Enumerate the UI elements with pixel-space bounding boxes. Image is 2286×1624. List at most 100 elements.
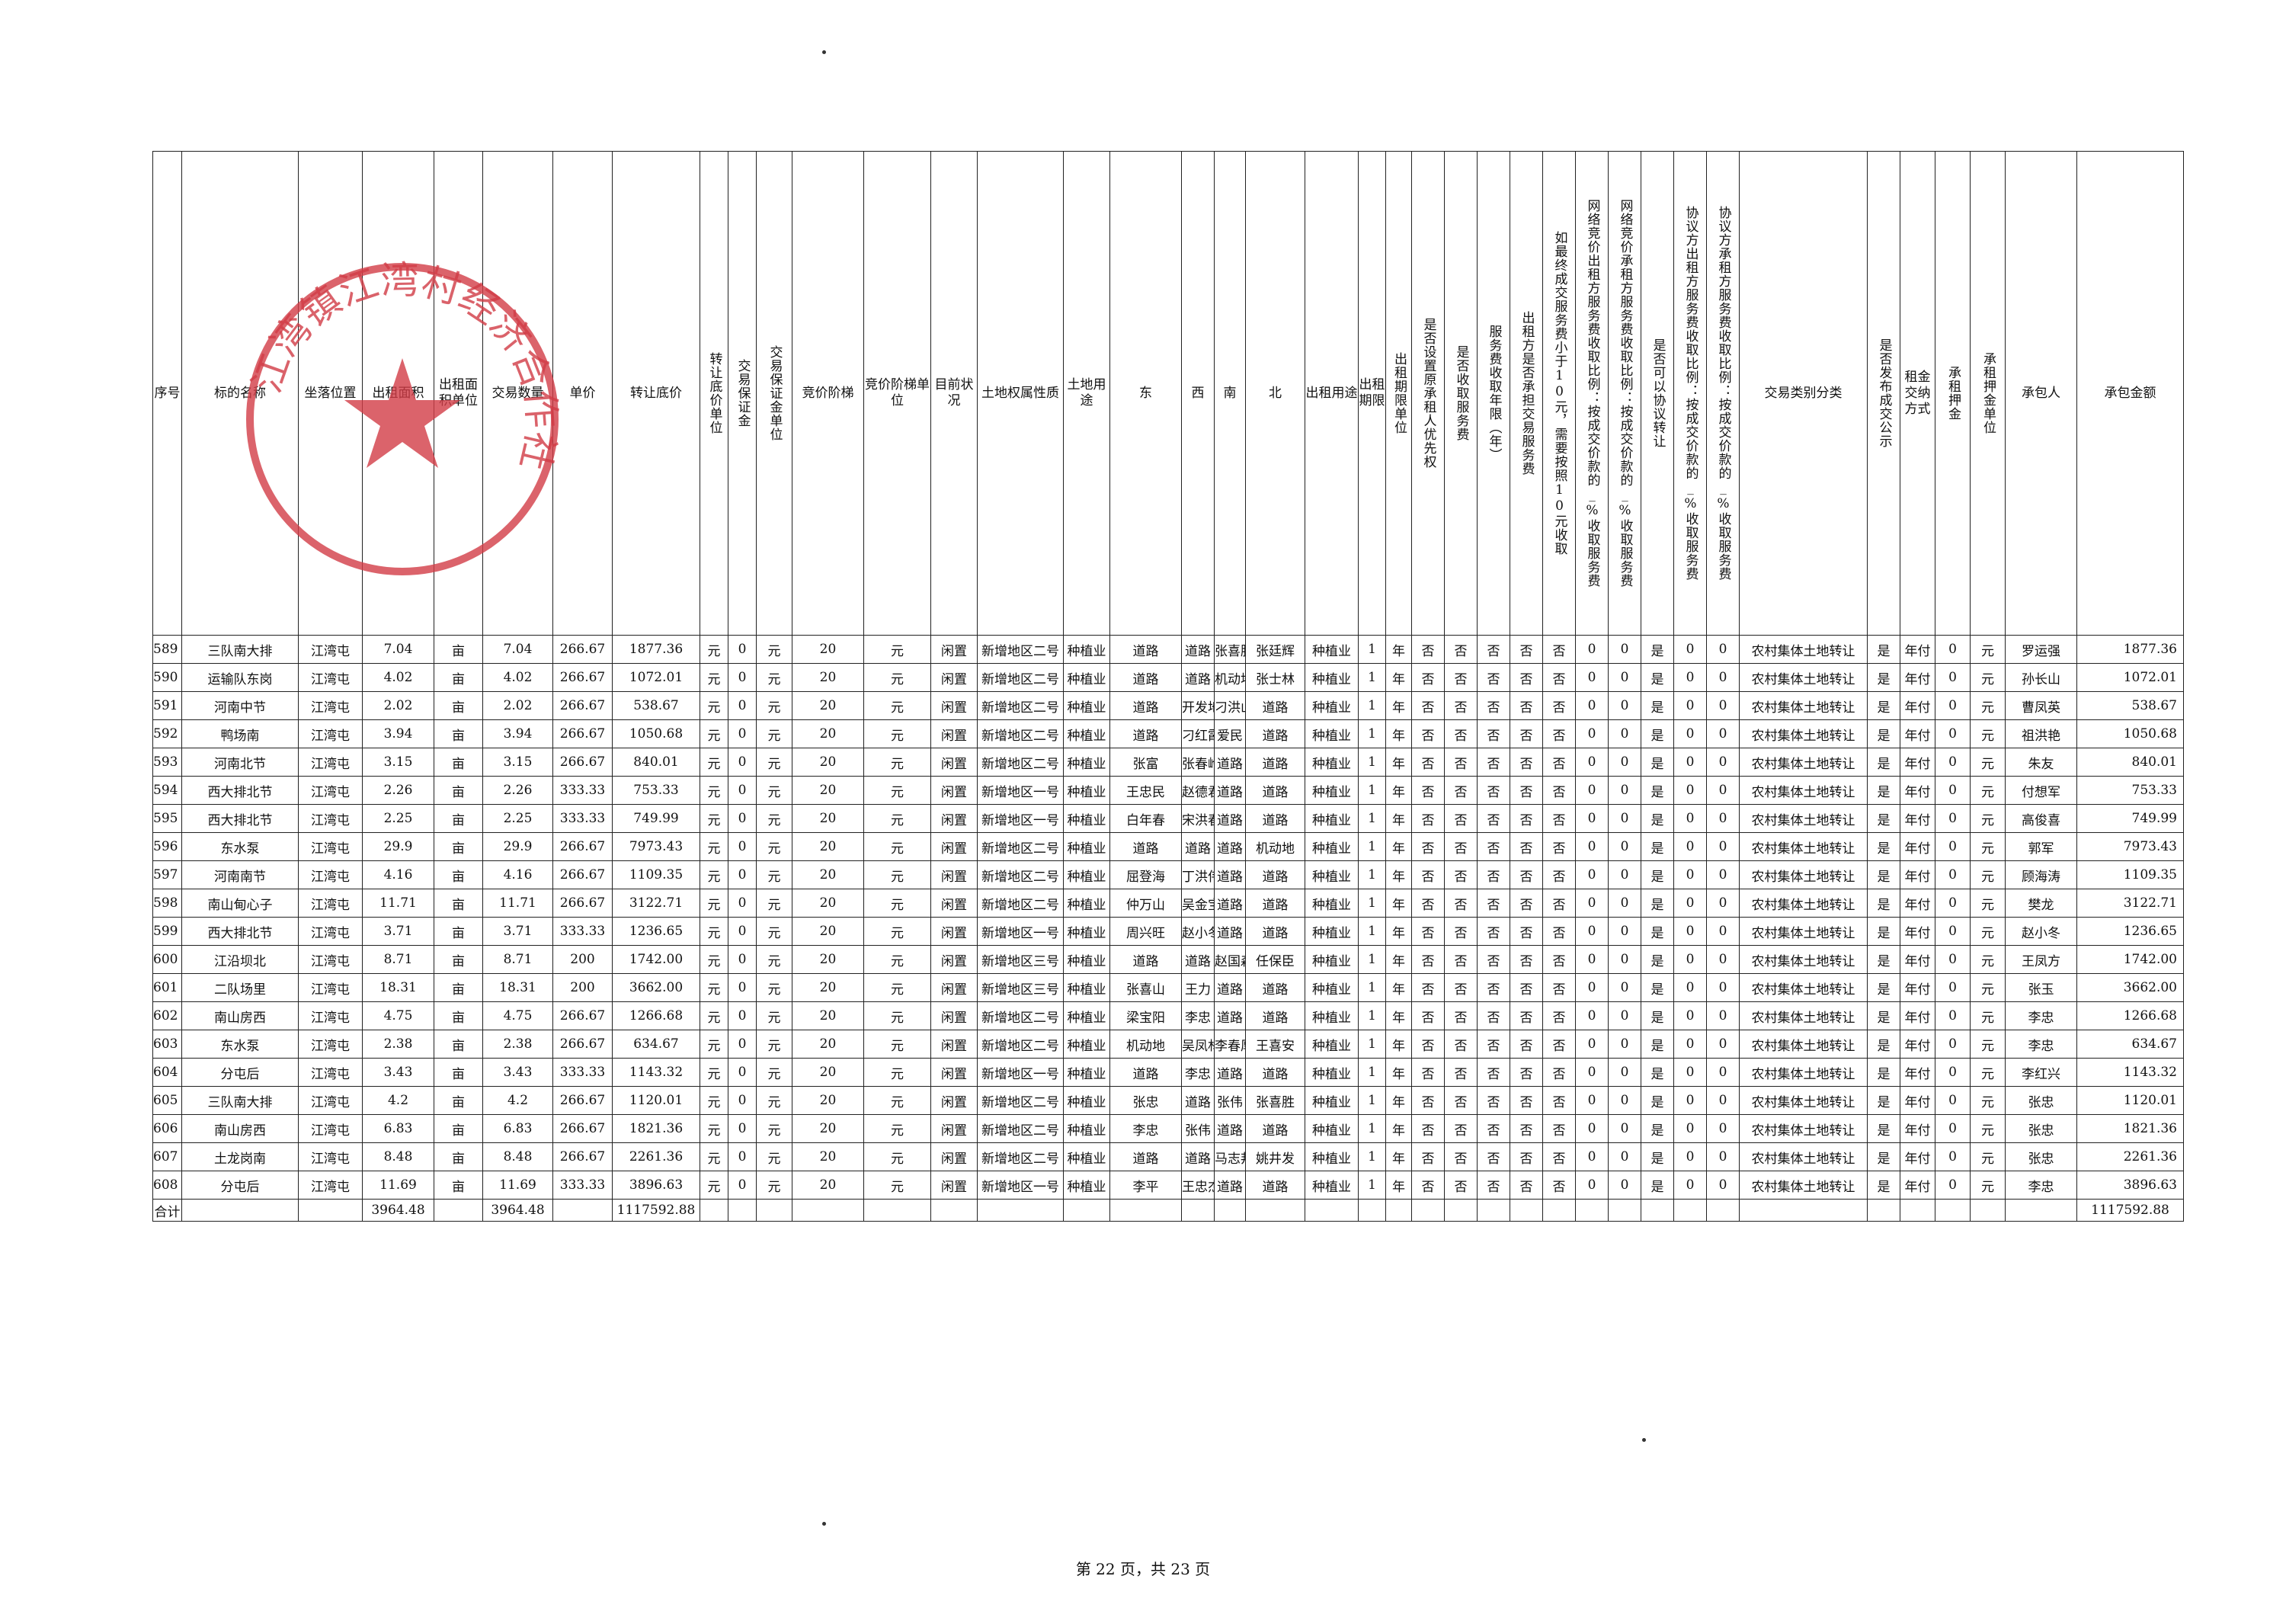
cell-east: 张忠 [1109, 1086, 1182, 1115]
cell-fee: 否 [1444, 860, 1478, 889]
cell-status: 闲置 [930, 748, 978, 777]
cell-area: 4.16 [362, 860, 434, 889]
cell-base-unit: 元 [700, 1001, 728, 1030]
cell-pay: 年付 [1900, 945, 1935, 974]
cell-base: 1877.36 [612, 635, 700, 664]
cell-south: 刁洪山 [1214, 691, 1246, 720]
cell-north: 道路 [1245, 1001, 1305, 1030]
cell-min-fee: 否 [1542, 1001, 1576, 1030]
cell-net-lessor: 0 [1575, 1058, 1609, 1087]
cell-price: 266.67 [552, 832, 613, 861]
total-row: 合计 3964.48 3964.48 1117592.88 1117592.88 [152, 1199, 2184, 1222]
cell-price: 333.33 [552, 1058, 613, 1087]
cell-amount: 634.67 [2076, 1030, 2184, 1059]
cell-deposit-unit: 元 [756, 1142, 792, 1171]
cell-dep: 0 [1935, 889, 1971, 918]
cell-north: 张廷辉 [1245, 635, 1305, 664]
cell-west: 刁红霞 [1181, 719, 1215, 748]
cell-base-unit: 元 [700, 1142, 728, 1171]
cell-loc: 江湾屯 [298, 1058, 363, 1087]
cell-land-nature: 新增地区一号 [977, 917, 1064, 946]
cell-land-nature: 新增地区二号 [977, 832, 1064, 861]
cell-price: 266.67 [552, 889, 613, 918]
cell-net-lessee: 0 [1608, 1058, 1641, 1087]
cell-area: 3.71 [362, 917, 434, 946]
cell-area-unit: 亩 [434, 1142, 483, 1171]
col-header-tenant: 承包人 [2005, 151, 2077, 636]
col-header-agr-lessor: 协议方出租方服务费收取比例：按成交价款的_%收取服务费 [1673, 151, 1707, 636]
cell-west: 吴金宝 [1181, 889, 1215, 918]
cell-area: 11.71 [362, 889, 434, 918]
cell-land-use: 种植业 [1063, 1030, 1110, 1059]
cell-price: 266.67 [552, 635, 613, 664]
total-area: 3964.48 [362, 1199, 434, 1222]
cell-agree: 是 [1641, 1030, 1674, 1059]
cell-land-nature: 新增地区二号 [977, 860, 1064, 889]
cell-net-lessor: 0 [1575, 691, 1609, 720]
cell-area-unit: 亩 [434, 663, 483, 692]
cell-deposit: 0 [728, 804, 757, 833]
cell-land-use: 种植业 [1063, 776, 1110, 805]
cell-category: 农村集体土地转让 [1739, 1171, 1868, 1200]
cell-base-unit: 元 [700, 1058, 728, 1087]
cell-deposit-unit: 元 [756, 1171, 792, 1200]
col-header-north: 北 [1245, 151, 1305, 636]
cell-net-lessee: 0 [1608, 860, 1641, 889]
cell-land-nature: 新增地区二号 [977, 889, 1064, 918]
cell-min-fee: 否 [1542, 1114, 1576, 1143]
cell-price: 266.67 [552, 691, 613, 720]
cell-amount: 753.33 [2076, 776, 2184, 805]
cell-base-unit: 元 [700, 1030, 728, 1059]
cell-pay: 年付 [1900, 804, 1935, 833]
cell-name: 河南南节 [181, 860, 299, 889]
cell-pay: 年付 [1900, 719, 1935, 748]
cell-min-fee: 否 [1542, 1030, 1576, 1059]
cell-lessor-fee: 否 [1510, 719, 1543, 748]
cell-north: 张士林 [1245, 663, 1305, 692]
cell-land-use: 种植业 [1063, 691, 1110, 720]
cell-land-use: 种植业 [1063, 832, 1110, 861]
cell-area-unit: 亩 [434, 889, 483, 918]
cell-north: 道路 [1245, 889, 1305, 918]
cell-net-lessor: 0 [1575, 663, 1609, 692]
cell-west: 道路 [1181, 1086, 1215, 1115]
cell-tenant: 樊龙 [2005, 889, 2077, 918]
cell-east: 白年春 [1109, 804, 1182, 833]
cell-dep-unit: 元 [1970, 1171, 2006, 1200]
cell-priority: 否 [1411, 832, 1445, 861]
cell-west: 道路 [1181, 832, 1215, 861]
cell-base: 840.01 [612, 748, 700, 777]
cell-west: 开发地 [1181, 691, 1215, 720]
cell-name: 江沿坝北 [181, 945, 299, 974]
cell-name: 分屯后 [181, 1058, 299, 1087]
cell-priority: 否 [1411, 663, 1445, 692]
cell-term: 1 [1358, 635, 1386, 664]
cell-net-lessee: 0 [1608, 804, 1641, 833]
cell-step: 20 [792, 1058, 864, 1087]
cell-pay: 年付 [1900, 1171, 1935, 1200]
col-header-net-lessee: 网络竞价承租方服务费收取比例：按成交价款的_%收取服务费 [1608, 151, 1641, 636]
cell-north: 张喜胜 [1245, 1086, 1305, 1115]
cell-dep-unit: 元 [1970, 1030, 2006, 1059]
cell-agree: 是 [1641, 832, 1674, 861]
cell-south: 道路 [1214, 748, 1246, 777]
cell-category: 农村集体土地转让 [1739, 889, 1868, 918]
cell-dep: 0 [1935, 1171, 1971, 1200]
cell-min-fee: 否 [1542, 776, 1576, 805]
cell-area-unit: 亩 [434, 804, 483, 833]
cell-deposit: 0 [728, 1058, 757, 1087]
cell-base: 1266.68 [612, 1001, 700, 1030]
cell-loc: 江湾屯 [298, 804, 363, 833]
cell-status: 闲置 [930, 1086, 978, 1115]
cell-publish: 是 [1867, 889, 1900, 918]
cell-agree: 是 [1641, 860, 1674, 889]
cell-net-lessor: 0 [1575, 748, 1609, 777]
cell-net-lessor: 0 [1575, 1114, 1609, 1143]
cell-net-lessee: 0 [1608, 1030, 1641, 1059]
cell-qty: 2.25 [482, 804, 553, 833]
cell-agr-lessee: 0 [1706, 1086, 1740, 1115]
